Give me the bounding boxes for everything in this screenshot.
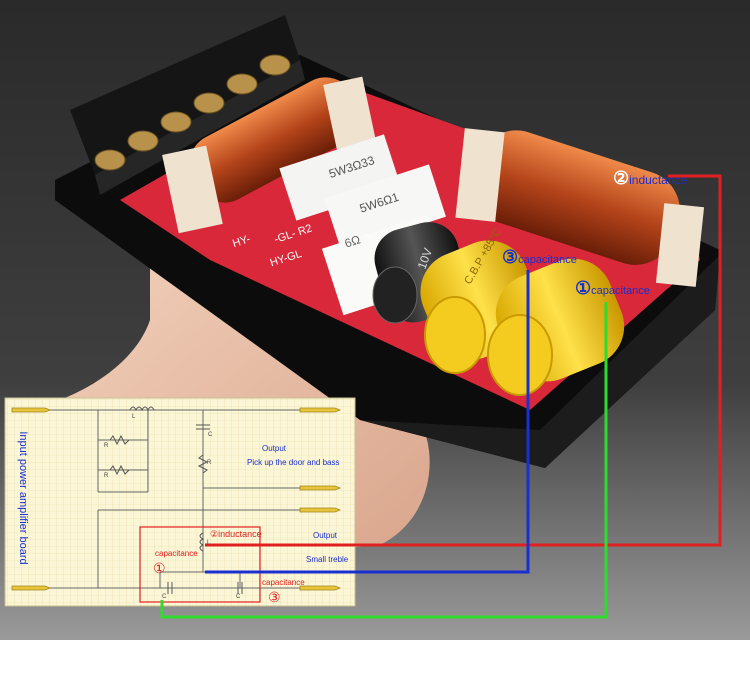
mark-r1: R (104, 443, 109, 449)
terminal-screws (94, 54, 291, 171)
inductance-callout-line (205, 174, 722, 547)
capacitance-1-label: capacitance (591, 285, 650, 297)
pcb-text-1: HY- (231, 233, 252, 250)
output-bottom-title: Output (313, 531, 338, 540)
mark-c3: C (236, 594, 241, 600)
schematic-capacitance-label-left: capacitance (155, 549, 198, 558)
terminal-screw (259, 54, 291, 76)
mark-c2: C (162, 594, 167, 600)
capacitance-1-number: ① (575, 278, 592, 298)
capacitance-3-callout-line (205, 270, 530, 574)
terminal-screw (94, 149, 126, 171)
inductance-label: inductance (629, 173, 688, 187)
schematic-inductance-label: ②inductance (210, 529, 262, 539)
schematic-capacitance-label-bottom: capacitance (262, 578, 305, 587)
output-top-title: Output (262, 444, 287, 453)
inductor-right (455, 128, 705, 287)
terminal-block (70, 15, 305, 195)
inductor-left (162, 76, 377, 234)
inductance-number: ② (613, 168, 630, 188)
terminal-screw (226, 73, 258, 95)
schematic-circle-one: ① (153, 560, 166, 576)
mark-r3: R (207, 460, 212, 466)
mark-l1: L (132, 414, 136, 420)
enclosure-wall (360, 255, 720, 468)
resistor-text-3: 6Ω (343, 232, 362, 250)
capacitance-3-callout: ③capacitance (502, 247, 577, 268)
capacitance-3-number: ③ (502, 247, 519, 267)
bottom-margin (0, 640, 750, 675)
schematic-circle-three: ③ (268, 589, 281, 605)
schematic-side-label: Input power amplifier board (17, 431, 29, 565)
schematic-panel (4, 397, 356, 607)
output-top-desc: Pick up the door and bass (247, 458, 340, 467)
capacitance-3-label: capacitance (518, 254, 577, 266)
capacitance-1-callout: ①capacitance (575, 278, 650, 299)
terminal-screw (193, 92, 225, 114)
output-bottom-desc: Small treble (306, 555, 349, 564)
callout-lines (160, 174, 722, 619)
mark-c1: C (208, 432, 213, 438)
mark-l2: L (207, 540, 211, 546)
inductance-callout: ②inductance (613, 168, 687, 189)
capacitance-1-callout-line (160, 302, 608, 619)
electrolytic-cap-text: 10V (415, 246, 435, 271)
mark-r2: R (104, 473, 109, 479)
terminal-screw (160, 111, 192, 133)
terminal-screw (127, 130, 159, 152)
